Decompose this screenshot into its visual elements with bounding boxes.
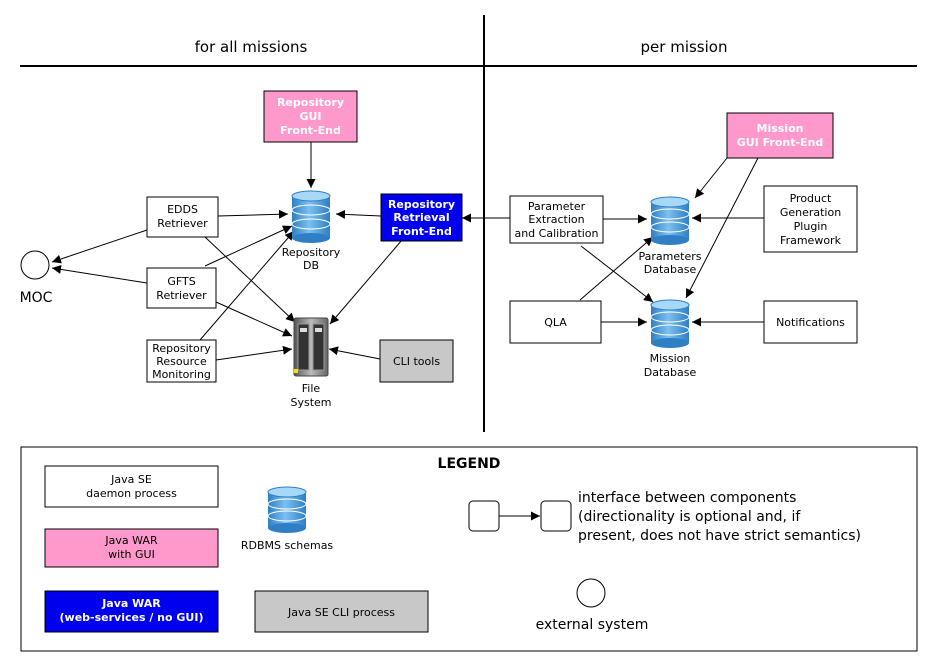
legend-rdbms-label: RDBMS schemas (241, 539, 334, 552)
header-for-all-missions: for all missions (195, 38, 308, 56)
repository-gui-frontend: Repository GUI Front-End (263, 90, 358, 143)
product-generation-plugin-framework: Product Generation Plugin Framework (763, 185, 858, 253)
parameters-database: Parameters Database (639, 196, 702, 276)
edge-gfts-to-repo-db (204, 225, 293, 267)
mission-gui-frontend: Mission GUI Front-End (726, 112, 834, 159)
legend-external-system: external system (536, 578, 649, 633)
monitoring-label-2: Resource (156, 355, 207, 368)
database-icon (650, 196, 690, 245)
edge-param-to-mission-db (580, 245, 654, 303)
legend-interface: interface between components (directiona… (468, 490, 861, 544)
file-system: File System (290, 317, 332, 409)
legend-external-label: external system (536, 617, 649, 633)
edge-monitoring-to-repo-db (199, 230, 295, 341)
edge-mission-gui-to-params-db (694, 157, 728, 199)
legend-java-se-label-1: Java SE (110, 473, 152, 486)
mission-db-label-2: Database (644, 366, 697, 379)
database-icon (291, 190, 331, 243)
mission-gui-label-1: Mission (757, 122, 804, 135)
legend-java-se-daemon: Java SE daemon process (44, 465, 219, 508)
legend-rdbms: RDBMS schemas (241, 486, 334, 552)
legend-war-gui-label-2: with GUI (108, 548, 155, 561)
monitoring-label-3: Monitoring (152, 368, 211, 381)
repository-resource-monitoring: Repository Resource Monitoring (146, 339, 217, 383)
product-gen-label-4: Framework (780, 234, 842, 247)
legend-interface-label-1: interface between components (578, 490, 796, 506)
param-extraction-label-2: Extraction (528, 213, 584, 226)
repository-db-label-2: DB (303, 259, 319, 272)
repository-gui-frontend-label-1: Repository (277, 96, 344, 109)
legend-java-war-ws: Java WAR (web-services / no GUI) (44, 590, 219, 633)
repository-retrieval-frontend: Repository Retrieval Front-End (380, 193, 463, 242)
product-gen-label-1: Product (790, 192, 832, 205)
header-per-mission: per mission (641, 38, 728, 56)
cli-tools-label: CLI tools (393, 355, 440, 368)
gfts-retriever-label-2: Retriever (156, 289, 207, 302)
edge-edds-to-repo-db (217, 209, 289, 219)
file-system-label-2: System (290, 396, 331, 409)
edds-retriever-label-1: EDDS (167, 203, 198, 216)
legend-java-cli: Java SE CLI process (254, 590, 429, 633)
edds-retriever: EDDS Retriever (146, 196, 219, 238)
legend-java-cli-label: Java SE CLI process (287, 606, 395, 619)
edge-gfts-to-moc (51, 264, 148, 284)
edge-edds-to-fs (204, 236, 296, 323)
param-extraction-label-3: and Calibration (514, 227, 598, 240)
moc-external-system: MOC (20, 250, 53, 306)
repository-gui-frontend-label-3: Front-End (280, 124, 341, 137)
qla-label: QLA (544, 316, 567, 329)
gfts-retriever-label-1: GFTS (167, 275, 195, 288)
legend: LEGEND Java SE daemon process Java WAR w… (20, 446, 918, 652)
edge-cli-to-fs (328, 346, 381, 360)
edges (51, 142, 764, 361)
legend-war-ws-label-1: Java WAR (101, 597, 161, 610)
mission-gui-label-2: GUI Front-End (737, 136, 824, 149)
mission-database: Mission Database (644, 299, 697, 379)
edds-retriever-label-2: Retriever (157, 217, 208, 230)
external-system-icon (20, 250, 50, 280)
database-icon (267, 486, 307, 533)
legend-java-war-gui: Java WAR with GUI (44, 528, 219, 568)
repository-retrieval-label-1: Repository (388, 198, 455, 211)
legend-java-se-label-2: daemon process (86, 487, 177, 500)
edge-monitoring-to-fs (215, 345, 293, 361)
notifications: Notifications (763, 300, 858, 344)
edge-retrieval-to-fs (329, 239, 403, 325)
legend-title: LEGEND (438, 456, 501, 472)
moc-label: MOC (20, 290, 53, 306)
repository-retrieval-label-3: Front-End (391, 225, 452, 238)
legend-war-gui-label-1: Java WAR (104, 534, 158, 547)
external-system-icon (576, 578, 606, 608)
repository-db: Repository DB (282, 190, 341, 272)
legend-war-ws-label-2: (web-services / no GUI) (60, 611, 204, 624)
cli-tools: CLI tools (379, 339, 454, 383)
repository-gui-frontend-label-2: GUI (299, 110, 321, 123)
mission-db-label-1: Mission (650, 352, 691, 365)
edge-retrieval-to-repo-db (335, 209, 382, 219)
edge-edds-to-moc (51, 229, 148, 264)
params-db-label-2: Database (644, 263, 697, 276)
qla: QLA (509, 300, 602, 344)
edge-qla-to-params-db (579, 236, 654, 301)
database-icon (650, 299, 690, 348)
notifications-label: Notifications (776, 316, 845, 329)
gfts-retriever: GFTS Retriever (146, 267, 217, 309)
parameter-extraction-calibration: Parameter Extraction and Calibration (509, 195, 604, 244)
product-gen-label-2: Generation (780, 206, 841, 219)
edge-mission-gui-to-mission-db (685, 157, 759, 299)
product-gen-label-3: Plugin (794, 220, 828, 233)
repository-db-label-1: Repository (282, 246, 341, 259)
param-extraction-label-1: Parameter (528, 200, 586, 213)
edge-gfts-to-fs (215, 301, 293, 337)
params-db-label-1: Parameters (639, 250, 702, 263)
repository-retrieval-label-2: Retrieval (393, 211, 449, 224)
legend-interface-label-2: (directionality is optional and, if (578, 509, 801, 525)
server-icon (293, 317, 329, 377)
legend-interface-label-3: present, does not have strict semantics) (578, 528, 861, 544)
file-system-label-1: File (302, 382, 321, 395)
monitoring-label-1: Repository (152, 342, 211, 355)
